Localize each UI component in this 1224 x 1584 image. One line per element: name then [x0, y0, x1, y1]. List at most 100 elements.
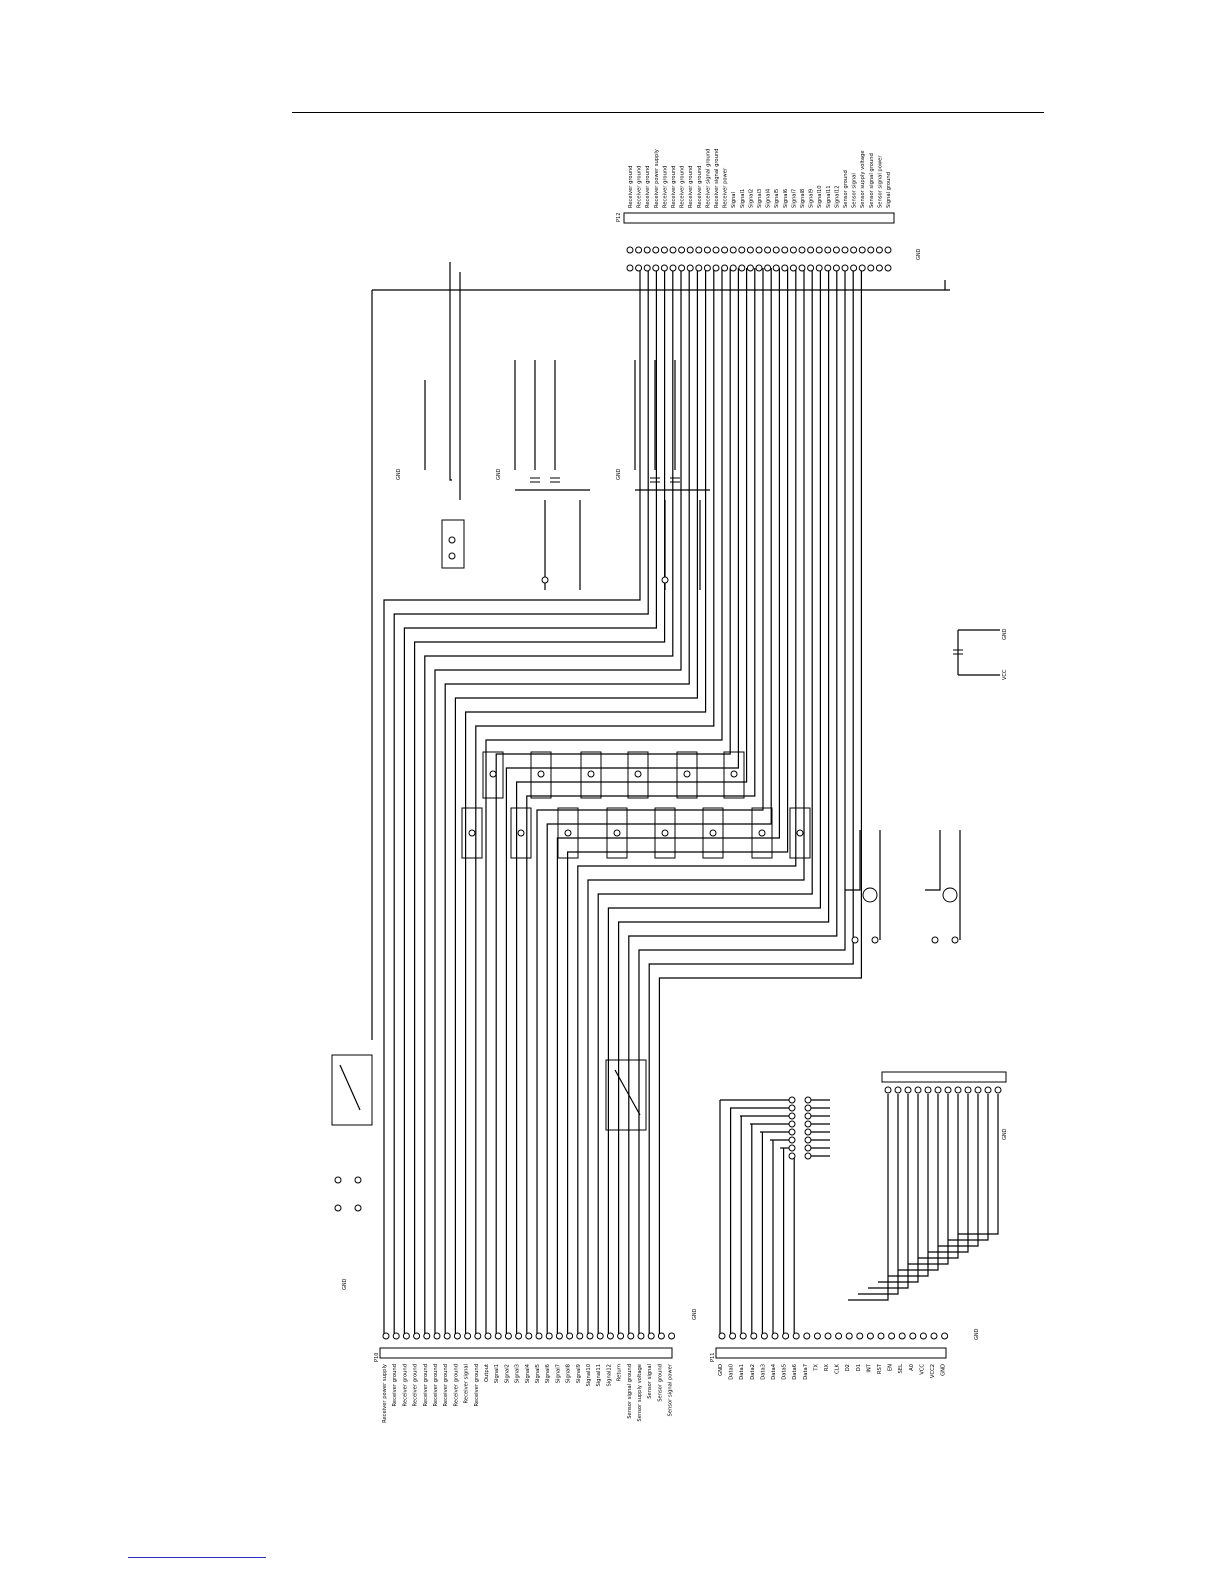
top-connector-pin — [746, 246, 754, 254]
bottom-left-connector-body — [379, 1347, 673, 1359]
resistor-pin — [788, 1104, 796, 1112]
signal-bus-wire — [648, 268, 854, 1336]
bottom-left-connector-ref: P10 — [374, 1353, 380, 1362]
relay-block — [557, 807, 579, 859]
signal-bus-wire — [393, 268, 649, 1336]
bottom-left-connector-pin — [474, 1332, 482, 1340]
signal-bus-wire — [628, 268, 838, 1336]
relay-pin — [517, 829, 525, 837]
power-label: GND — [974, 1328, 980, 1340]
bottom-right-connector-ref: P11 — [710, 1353, 716, 1362]
bottom-left-connector-pin — [545, 1332, 553, 1340]
bottom-right-connector-label: GND — [941, 1364, 947, 1376]
bottom-right-connector-pin — [739, 1332, 747, 1340]
bottom-left-connector-pin — [627, 1332, 635, 1340]
top-connector-pin — [824, 246, 832, 254]
bottom-left-connector-label: Signal11 — [596, 1364, 602, 1387]
top-connector-label: Receiver ground — [645, 166, 651, 208]
top-connector-pin — [781, 246, 789, 254]
relay-block — [627, 751, 649, 799]
component-pin — [354, 1204, 362, 1212]
bottom-left-connector-label: Output — [484, 1364, 490, 1382]
bottom-right-connector-label: CLK — [835, 1363, 841, 1374]
top-connector-pin — [635, 246, 643, 254]
resistor-pin — [804, 1104, 812, 1112]
top-connector-label: Signal9 — [809, 189, 815, 208]
top-connector-pin — [669, 264, 677, 272]
relay-pin — [613, 829, 621, 837]
bottom-right-connector-label: Data4 — [771, 1363, 777, 1379]
bottom-left-connector-label: Signal12 — [606, 1364, 612, 1387]
top-connector-pin — [841, 264, 849, 272]
relay-pin — [709, 829, 717, 837]
bottom-left-connector-label: Receiver ground — [402, 1364, 408, 1406]
bottom-right-connector-pin — [771, 1332, 779, 1340]
top-connector-pin — [703, 246, 711, 254]
component-pin — [871, 936, 879, 944]
transistor-symbol — [862, 887, 878, 903]
bottom-left-connector-pin — [453, 1332, 461, 1340]
top-connector-pin — [712, 264, 720, 272]
bottom-left-connector-label: Receiver ground — [392, 1364, 398, 1406]
top-connector-pin — [867, 264, 875, 272]
bottom-left-connector-label: Sensor signal power — [668, 1363, 674, 1416]
wire — [858, 1094, 899, 1295]
wire — [938, 1094, 979, 1247]
bottom-left-connector-label: Sensor signal — [647, 1364, 653, 1399]
signal-bus-wire — [587, 268, 805, 1336]
bottom-right-connector-pin — [898, 1332, 906, 1340]
power-label: GND — [692, 1308, 698, 1320]
bottom-left-connector-pin — [423, 1332, 431, 1340]
resistor-pin — [804, 1144, 812, 1152]
relay-block — [702, 807, 724, 859]
top-connector-label: Sensor signal ground — [869, 153, 875, 208]
top-connector-label: Receiver ground — [688, 166, 694, 208]
bottom-right-connector-pin — [750, 1332, 758, 1340]
bottom-left-connector-label: Sensor supply voltage — [637, 1364, 643, 1422]
bottom-right-connector-label: D1 — [856, 1364, 862, 1371]
bottom-left-connector-pin — [494, 1332, 502, 1340]
header-pin — [914, 1086, 922, 1094]
right-header-connector — [881, 1071, 1007, 1083]
top-connector-label: Signal3 — [757, 189, 763, 208]
top-connector-pin — [721, 264, 729, 272]
wire — [878, 1094, 919, 1283]
header-pin — [994, 1086, 1002, 1094]
wire — [925, 830, 941, 891]
top-connector-label: Signal1 — [740, 189, 746, 208]
bottom-left-connector-pin — [617, 1332, 625, 1340]
bottom-left-connector-label: Signal5 — [535, 1364, 541, 1383]
top-connector-pin — [824, 264, 832, 272]
wire — [339, 1064, 361, 1111]
relay-block — [461, 807, 483, 859]
resistor-pin — [788, 1136, 796, 1144]
bottom-left-connector-pin — [443, 1332, 451, 1340]
bottom-right-connector-pin — [888, 1332, 896, 1340]
top-connector-label: Signal7 — [791, 189, 797, 208]
relay-pin — [448, 536, 456, 544]
wire — [908, 1094, 949, 1265]
top-connector-pin — [755, 246, 763, 254]
bottom-right-connector-label: INT — [866, 1363, 872, 1372]
right-header-body — [881, 1071, 1007, 1083]
bottom-left-connector-pin — [382, 1332, 390, 1340]
bottom-left-connector-label: Receiver ground — [433, 1364, 439, 1406]
bottom-left-connector-label: Receiver ground — [443, 1364, 449, 1406]
power-label: GND — [342, 1278, 348, 1290]
bottom-right-connector-label: Data2 — [750, 1364, 756, 1380]
bottom-left-connector-pin — [647, 1332, 655, 1340]
top-connector-pin — [712, 246, 720, 254]
relay-pin — [489, 770, 497, 778]
relay-pin — [758, 829, 766, 837]
bottom-right-connector-label: VCC — [919, 1364, 925, 1375]
header-pin — [934, 1086, 942, 1094]
top-connector-pin — [669, 246, 677, 254]
relay-block — [510, 807, 532, 859]
resistor-pin — [788, 1144, 796, 1152]
bottom-left-connector-pin — [596, 1332, 604, 1340]
top-connector-pin — [858, 246, 866, 254]
bottom-left-connector-label: Receiver ground — [413, 1364, 419, 1406]
bottom-left-connector-label: Signal2 — [504, 1364, 510, 1383]
bottom-right-connector-label: Data1 — [739, 1364, 745, 1380]
